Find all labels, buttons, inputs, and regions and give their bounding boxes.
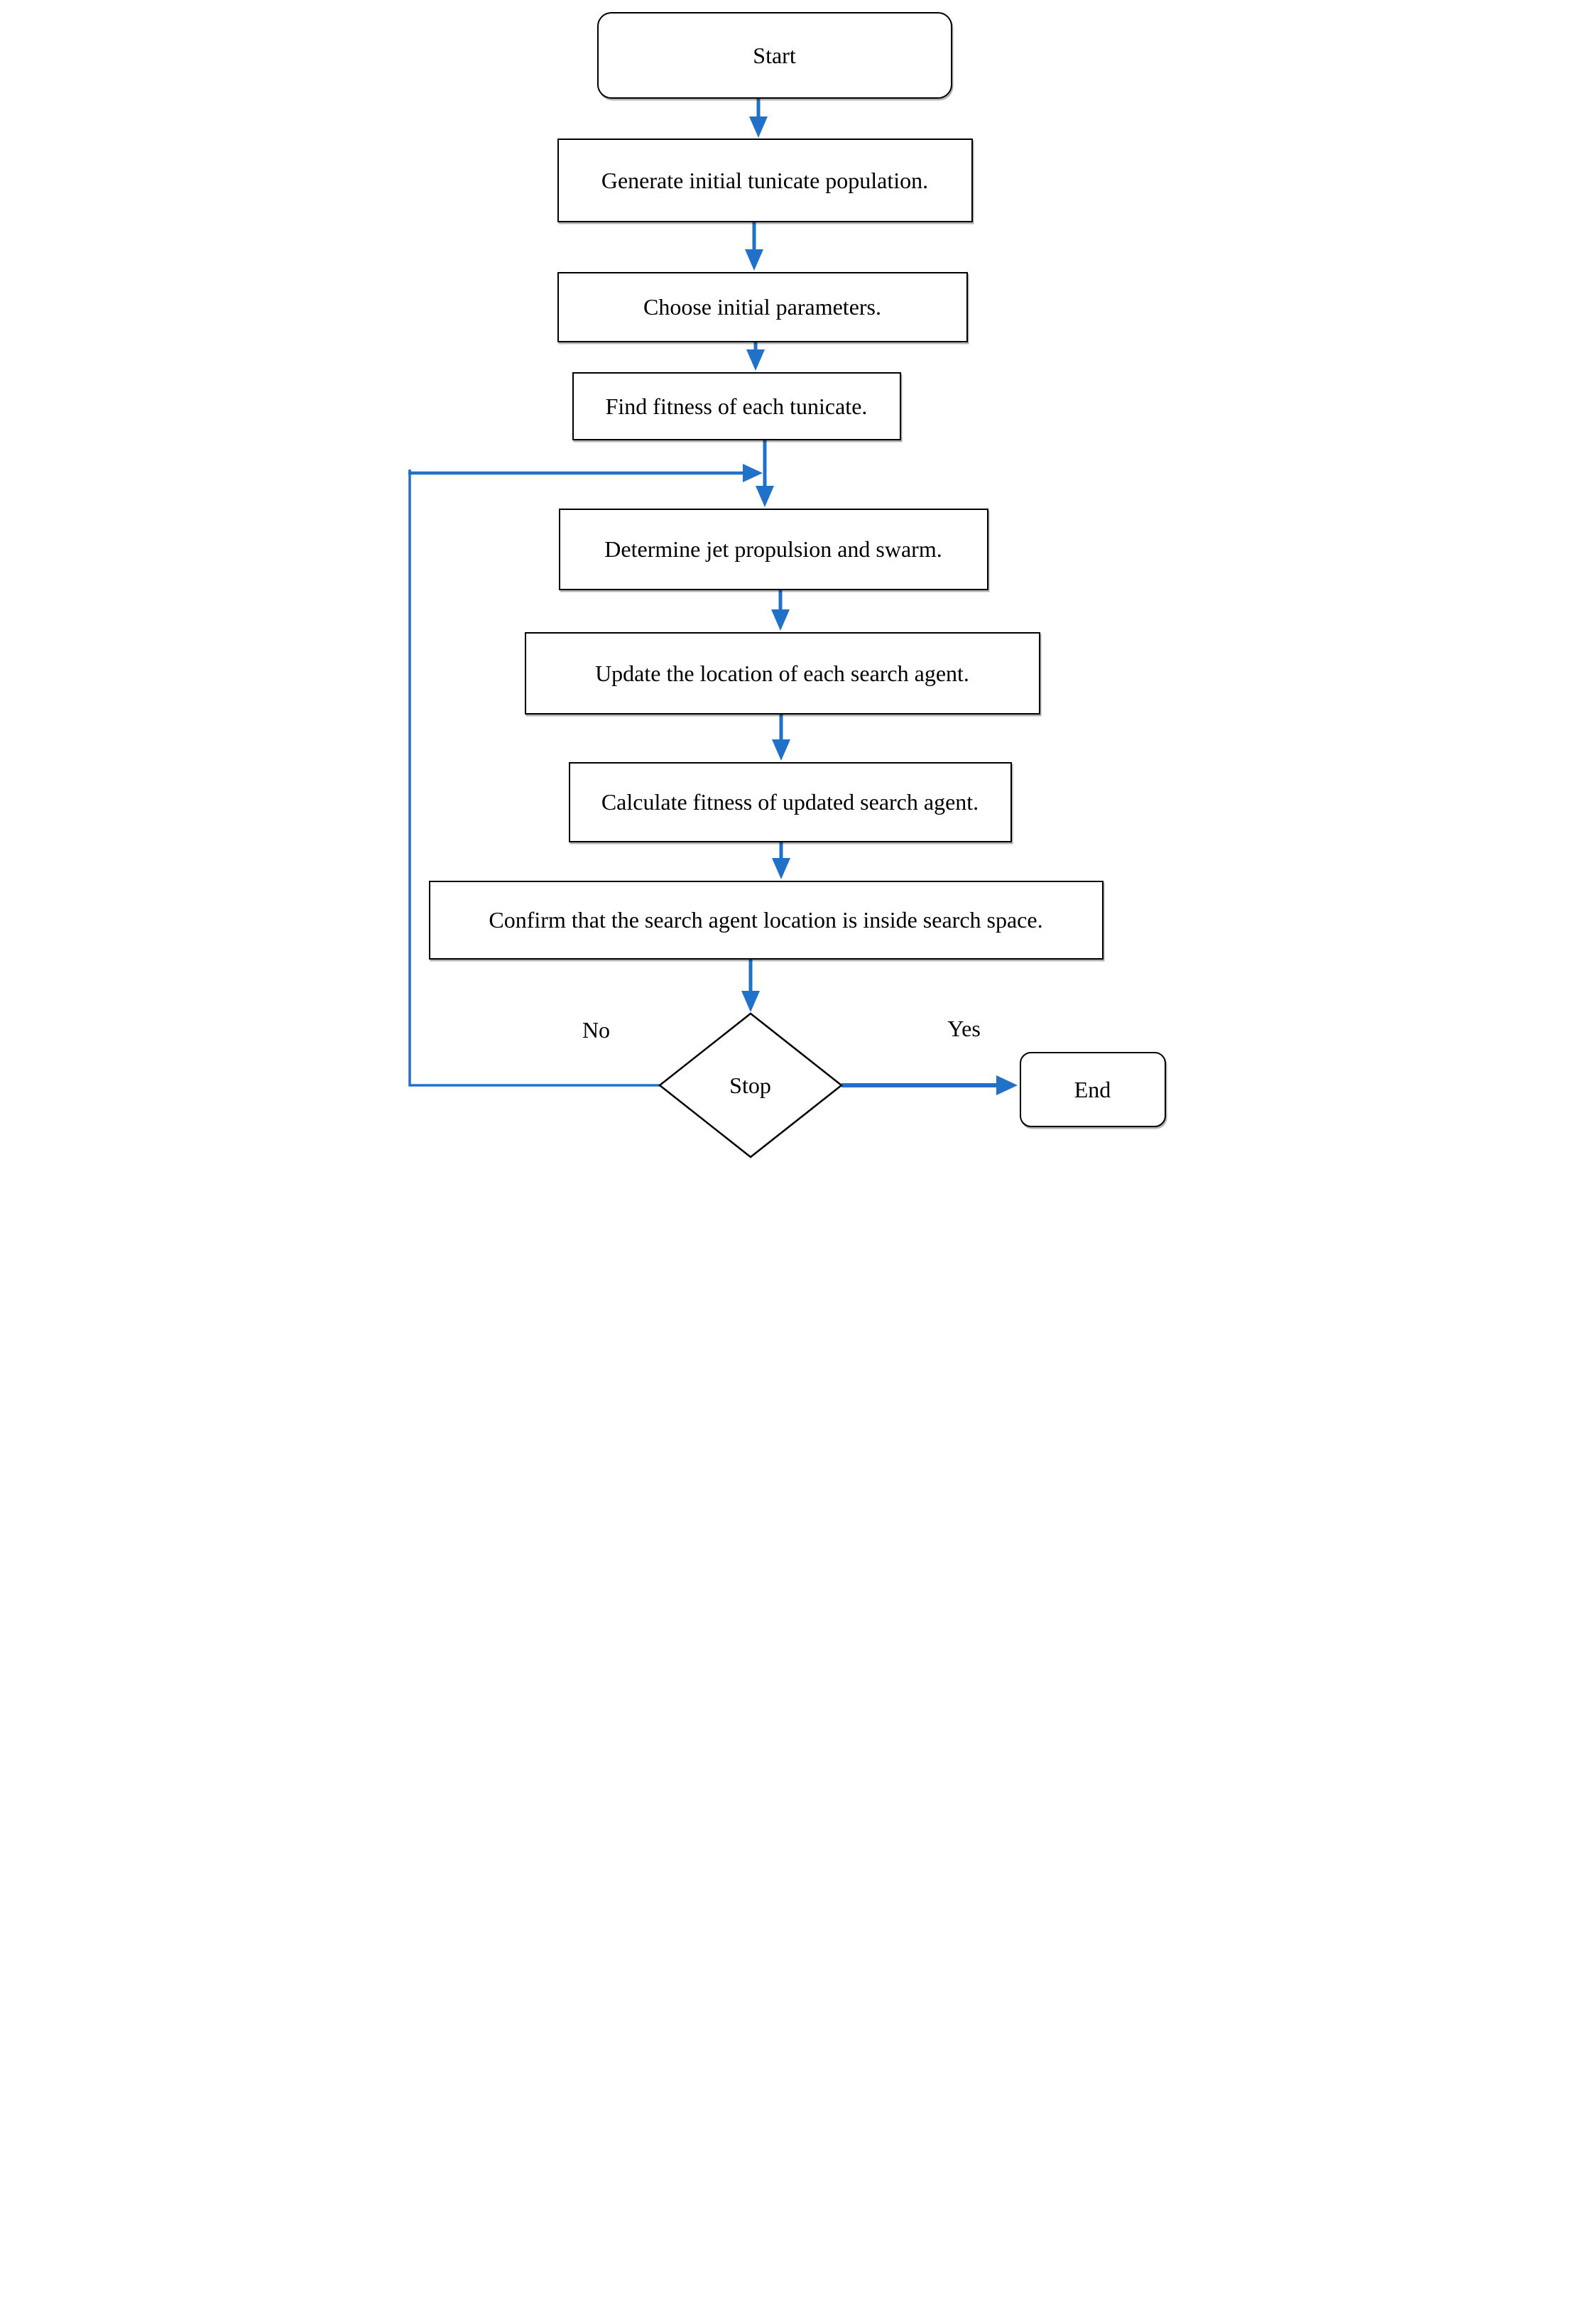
edge-label-yes-text: Yes [947, 1015, 981, 1041]
node-end: End [1019, 1052, 1166, 1127]
connector-layer [408, 99, 1018, 1158]
node-start-label: Start [753, 42, 796, 68]
node-update-label: Update the location of each search agent… [595, 660, 969, 686]
edge-find-determine-arrowhead [755, 486, 774, 507]
node-end-label: End [1074, 1076, 1111, 1102]
edge-calculate-confirm-arrowhead [771, 858, 790, 879]
node-calculate-label: Calculate fitness of updated search agen… [601, 789, 979, 815]
edge-label-yes: Yes [929, 1014, 1000, 1043]
edge-label-no: No [561, 1016, 632, 1044]
edge-confirm-stop-arrowhead [741, 991, 760, 1012]
edge-generate-choose-arrowhead [744, 249, 763, 271]
node-update: Update the location of each search agent… [524, 632, 1040, 715]
edge-feedback-junction-arrowhead [742, 464, 763, 482]
edge-choose-find-arrowhead [746, 349, 765, 371]
edge-determine-update-arrowhead [770, 609, 790, 631]
node-determine-label: Determine jet propulsion and swarm. [604, 536, 942, 563]
node-stop-label-text: Stop [729, 1072, 771, 1098]
edge-label-no-text: No [582, 1016, 611, 1043]
node-find-label: Find fitness of each tunicate. [605, 393, 868, 419]
node-confirm-label: Confirm that the search agent location i… [489, 907, 1043, 933]
node-determine: Determine jet propulsion and swarm. [558, 509, 988, 590]
node-confirm: Confirm that the search agent location i… [428, 881, 1104, 960]
node-generate-label: Generate initial tunicate population. [601, 167, 929, 193]
node-calculate: Calculate fitness of updated search agen… [568, 762, 1012, 842]
edge-start-generate-arrowhead [748, 116, 768, 138]
node-choose: Choose initial parameters. [557, 272, 968, 342]
node-start: Start [596, 12, 952, 99]
node-choose-label: Choose initial parameters. [643, 294, 881, 320]
node-stop-label: Stop [708, 1071, 793, 1099]
edge-update-calculate-arrowhead [771, 739, 790, 761]
node-stop-diamond [658, 1012, 843, 1158]
flowchart-canvas: Start Generate initial tunicate populati… [395, 0, 1185, 1162]
edge-feedback-loop-line [408, 469, 661, 1087]
node-generate: Generate initial tunicate population. [557, 139, 973, 222]
edge-stop-end-arrowhead [996, 1075, 1018, 1095]
node-find: Find fitness of each tunicate. [572, 372, 901, 440]
